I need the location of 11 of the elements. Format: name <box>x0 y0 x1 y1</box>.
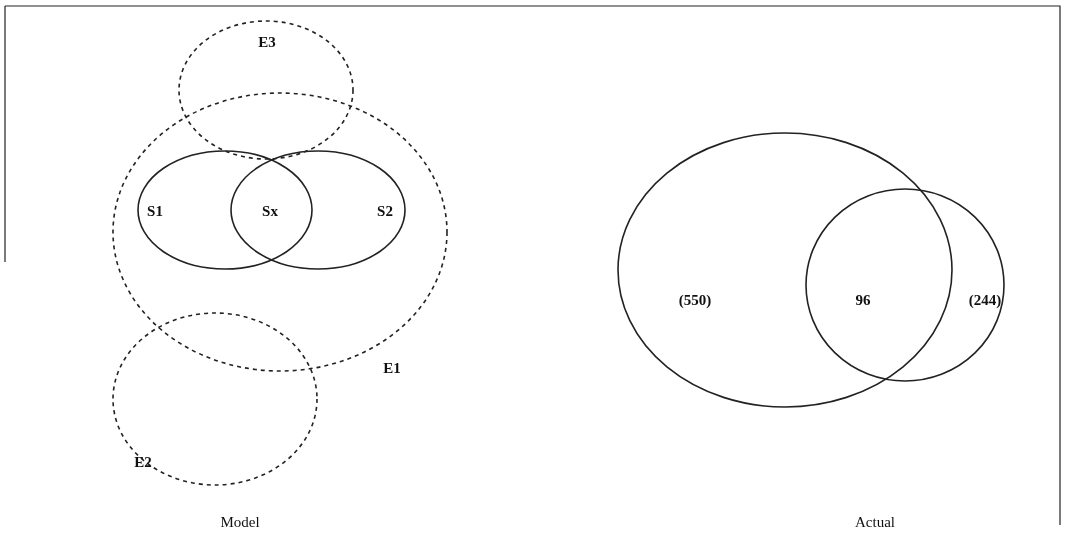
set-label: E1 <box>383 359 401 377</box>
set-label: (244) <box>968 291 1002 309</box>
overlap-label: Sx <box>262 202 278 220</box>
panel-caption: Actual <box>855 513 895 531</box>
set-label: E2 <box>134 453 152 471</box>
set-label: (550) <box>678 291 712 309</box>
set-label: S1 <box>147 202 163 220</box>
overlap-count: 96 <box>855 291 871 309</box>
panel-caption: Model <box>220 513 260 531</box>
set-label: S2 <box>377 202 393 220</box>
set-label: E3 <box>258 33 276 51</box>
